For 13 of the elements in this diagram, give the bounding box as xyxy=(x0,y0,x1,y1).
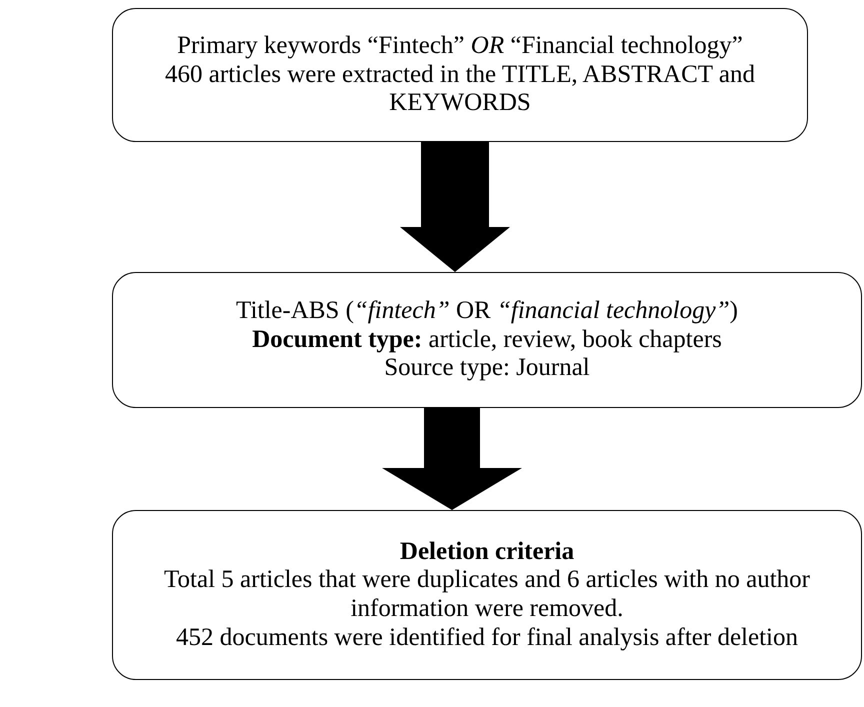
box-text: Primary keywords “Fintech” OR “Financial technology” xyxy=(177,32,743,61)
box-text: 460 articles were extracted in the TITLE, ABSTRACT and KEYWORDS xyxy=(164,60,756,118)
block-arrow xyxy=(400,142,510,272)
box-heading: Deletion criteria xyxy=(400,538,574,566)
box-text: 452 documents were identified for final analysis after deletion xyxy=(176,624,798,652)
box-text: Title-ABS (“fintech” OR “financial technology”) xyxy=(236,296,738,326)
box-text: Source type: Journal xyxy=(384,354,590,384)
process-box xyxy=(112,272,862,408)
box-text: Total 5 articles that were duplicates and 6 articles with no author information were removed. xyxy=(163,566,811,624)
box-text: Document type: article, review, book chapters xyxy=(252,326,722,354)
process-box xyxy=(112,510,862,680)
block-arrow xyxy=(382,408,522,510)
process-box xyxy=(112,8,808,142)
